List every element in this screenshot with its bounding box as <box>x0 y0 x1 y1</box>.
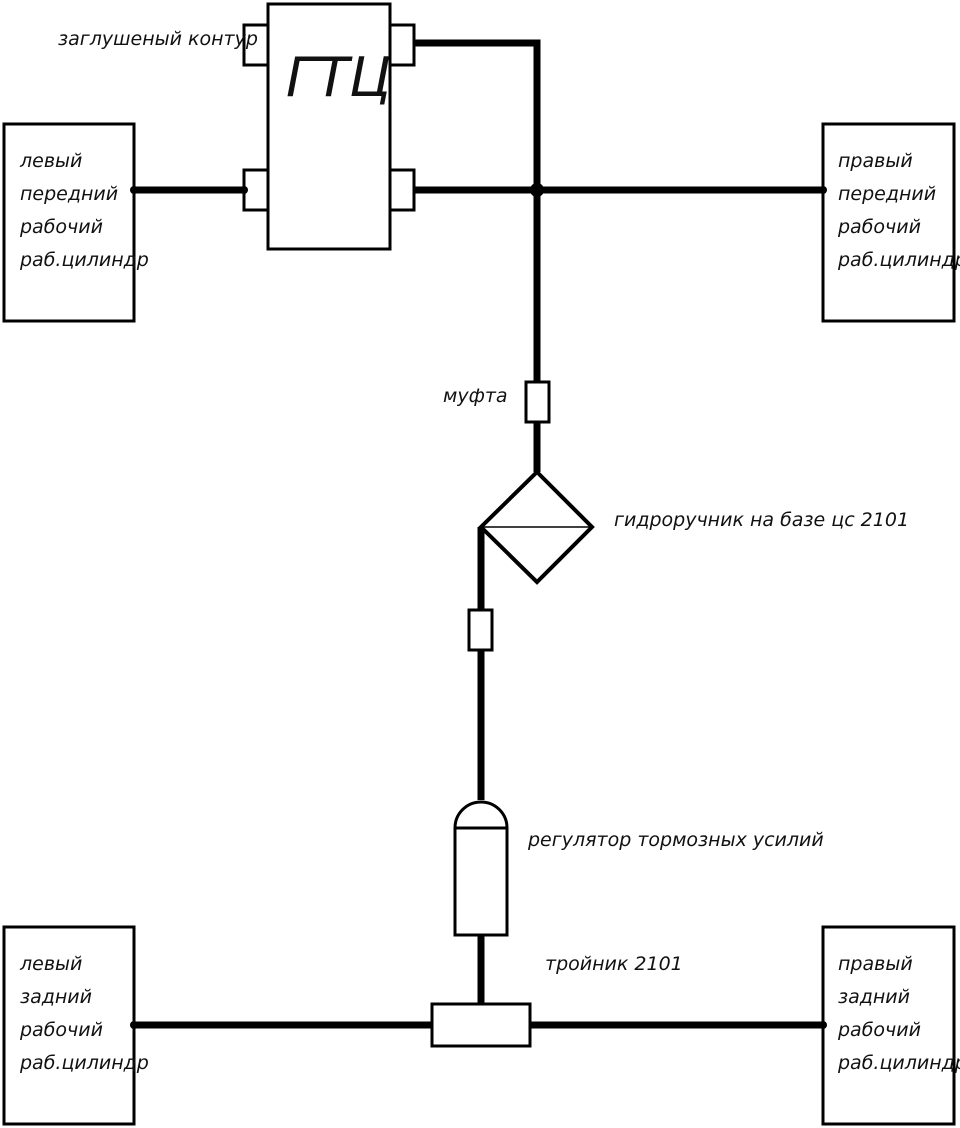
tee-label: тройник 2101 <box>545 953 683 975</box>
rear-right-cylinder-line1: правый <box>838 953 913 975</box>
master-cylinder: ГТЦ <box>242 2 416 251</box>
front-left-cylinder-line3: рабочий <box>19 216 103 238</box>
hydro-handbrake <box>478 469 595 585</box>
rear-right-cylinder: правый задний рабочий раб.цилиндр <box>821 925 960 1126</box>
dot-mc-left <box>240 186 248 194</box>
front-right-cylinder-line3: рабочий <box>837 216 921 238</box>
coupling-lower <box>467 608 494 652</box>
front-right-cylinder-line1: правый <box>838 150 913 172</box>
brake-lines <box>134 39 823 1029</box>
front-left-cylinder-line1: левый <box>19 150 82 172</box>
brake-regulator-label: регулятор тормозных усилий <box>527 829 824 851</box>
master-cylinder-port-upper-right <box>388 23 416 67</box>
rear-left-cylinder-line4: раб.цилиндр <box>19 1052 149 1074</box>
front-right-cylinder-line4: раб.цилиндр <box>837 249 960 271</box>
line-junction-node <box>530 183 544 197</box>
hydro-handbrake-label: гидроручник на базе цс 2101 <box>614 509 909 531</box>
connection-dots <box>130 186 827 1029</box>
rear-right-cylinder-line2: задний <box>838 986 910 1008</box>
dot-rear-right <box>819 1021 827 1029</box>
brake-regulator-body <box>453 800 509 937</box>
plugged-circuit-label: заглушеный контур <box>58 28 258 50</box>
master-cylinder-title: ГТЦ <box>286 46 391 109</box>
rear-left-cylinder: левый задний рабочий раб.цилиндр <box>2 925 149 1126</box>
master-cylinder-port-upper-left <box>242 23 270 67</box>
dot-front-right <box>819 186 827 194</box>
front-right-cylinder-box <box>821 122 956 323</box>
rear-right-cylinder-line3: рабочий <box>837 1019 921 1041</box>
front-left-cylinder-line2: передний <box>20 183 118 205</box>
rear-left-cylinder-line1: левый <box>19 953 82 975</box>
brake-regulator <box>453 800 509 937</box>
front-left-cylinder-line4: раб.цилиндр <box>19 249 149 271</box>
rear-right-cylinder-line4: раб.цилиндр <box>837 1052 960 1074</box>
master-cylinder-port-lower-right <box>388 168 416 212</box>
front-left-cylinder: левый передний рабочий раб.цилиндр <box>2 122 149 323</box>
front-right-cylinder: правый передний рабочий раб.цилиндр <box>821 122 960 323</box>
rear-left-cylinder-line3: рабочий <box>19 1019 103 1041</box>
dot-front-left <box>130 186 138 194</box>
tee-fitting <box>430 1002 532 1048</box>
dot-rear-left <box>130 1021 138 1029</box>
line-mc-upper-to-junction <box>414 39 541 190</box>
coupling-label: муфта <box>443 385 508 407</box>
master-cylinder-body <box>266 2 392 251</box>
front-left-cylinder-box <box>2 122 136 323</box>
front-right-cylinder-line2: передний <box>838 183 936 205</box>
rear-left-cylinder-line2: задний <box>20 986 92 1008</box>
coupling-upper <box>524 380 551 424</box>
